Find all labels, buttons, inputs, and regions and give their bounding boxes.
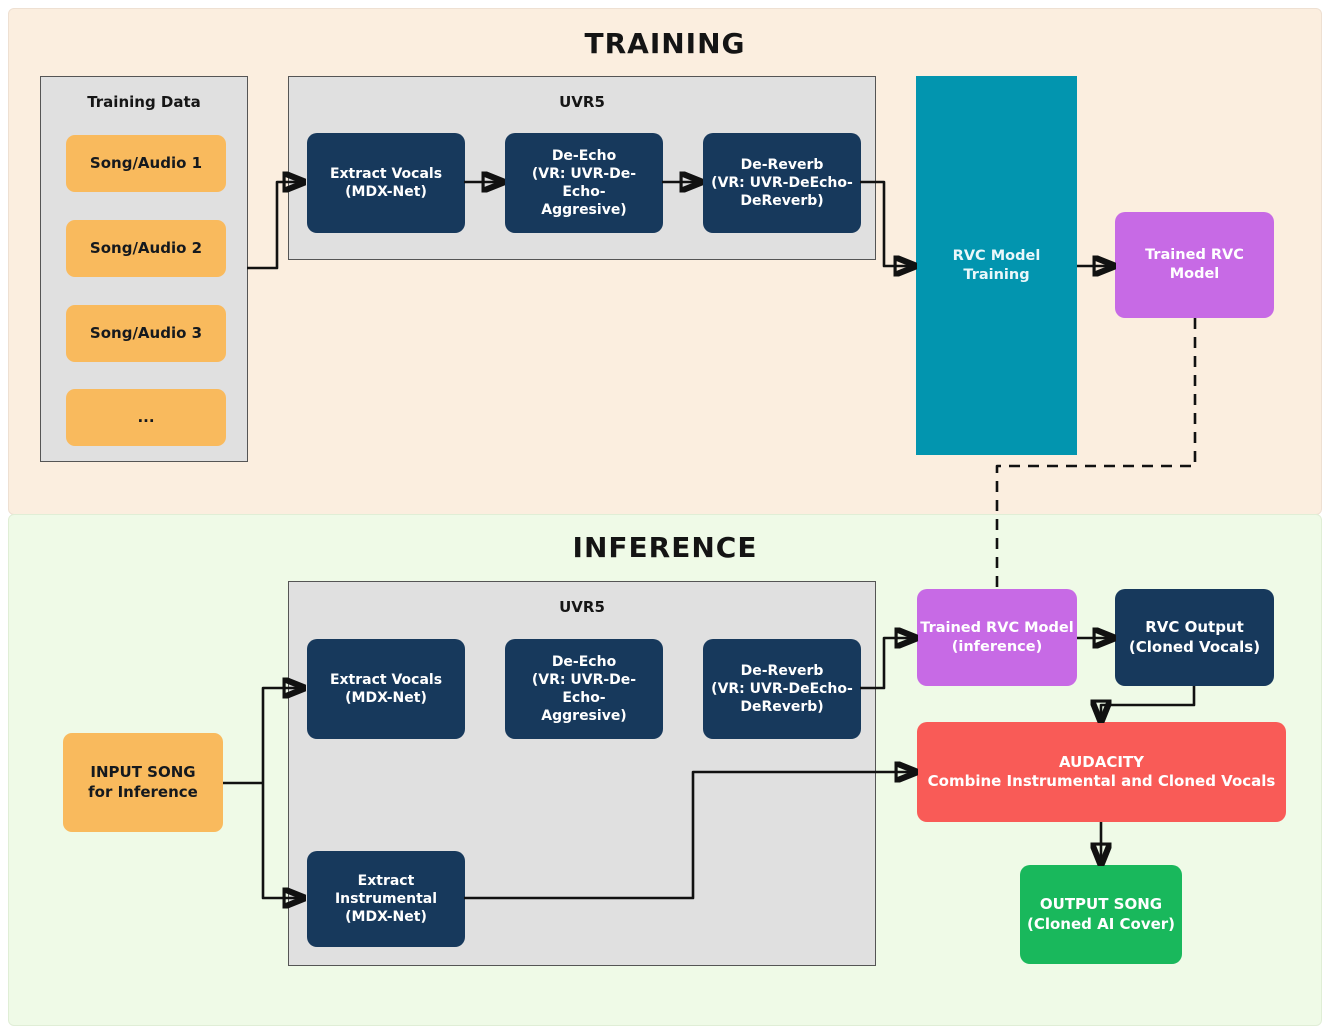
- training-data-title: Training Data: [87, 93, 201, 111]
- extract-vocals-box-inference: Extract Vocals (MDX-Net): [307, 639, 465, 739]
- de-reverb-box-inference: De-Reverb (VR: UVR-DeEcho- DeReverb): [703, 639, 861, 739]
- extract-instrumental-box: Extract Instrumental (MDX-Net): [307, 851, 465, 947]
- training-data-item-2: Song/Audio 2: [66, 220, 226, 277]
- training-data-panel: Training Data Song/Audio 1 Song/Audio 2 …: [40, 76, 248, 462]
- uvr5-panel-inference: UVR5 Extract Vocals (MDX-Net) De-Echo (V…: [288, 581, 876, 966]
- inference-title: INFERENCE: [572, 531, 758, 564]
- uvr5-title-inference: UVR5: [559, 598, 605, 616]
- input-song-box: INPUT SONG for Inference: [63, 733, 223, 832]
- de-echo-box-training: De-Echo (VR: UVR-De-Echo- Aggresive): [505, 133, 663, 233]
- trained-rvc-model-box: Trained RVC Model: [1115, 212, 1274, 318]
- training-data-item-1: Song/Audio 1: [66, 135, 226, 192]
- extract-vocals-box-training: Extract Vocals (MDX-Net): [307, 133, 465, 233]
- training-title: TRAINING: [584, 27, 746, 60]
- audacity-box: AUDACITY Combine Instrumental and Cloned…: [917, 722, 1286, 822]
- trained-rvc-model-inference-box: Trained RVC Model (inference): [917, 589, 1077, 686]
- de-reverb-box-training: De-Reverb (VR: UVR-DeEcho- DeReverb): [703, 133, 861, 233]
- training-data-item-3: Song/Audio 3: [66, 305, 226, 362]
- uvr5-panel-training: UVR5 Extract Vocals (MDX-Net) De-Echo (V…: [288, 76, 876, 260]
- de-echo-box-inference: De-Echo (VR: UVR-De-Echo- Aggresive): [505, 639, 663, 739]
- uvr5-title-training: UVR5: [559, 93, 605, 111]
- rvc-output-box: RVC Output (Cloned Vocals): [1115, 589, 1274, 686]
- rvc-model-training-box: RVC Model Training: [916, 76, 1077, 455]
- output-song-box: OUTPUT SONG (Cloned AI Cover): [1020, 865, 1182, 964]
- training-data-item-ellipsis: ...: [66, 389, 226, 446]
